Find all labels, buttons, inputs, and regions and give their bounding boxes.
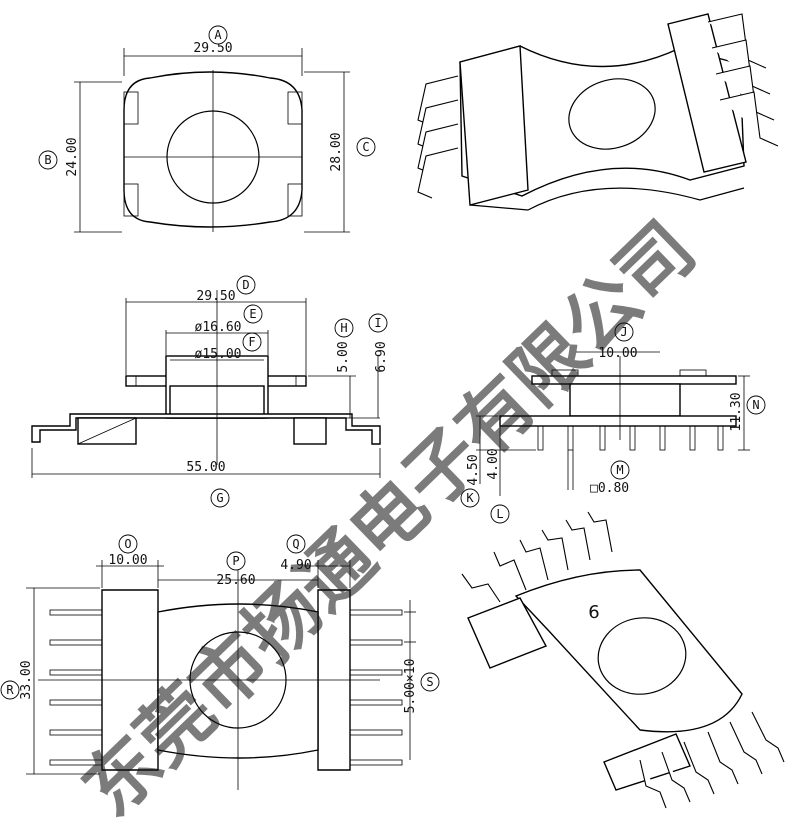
dim-p-value: 25.60 (216, 573, 255, 588)
bottom-view: 10.00 25.60 4.90 33.00 5.00×10 (19, 553, 418, 790)
callout-p: P (226, 551, 246, 571)
dim-d-value: 29.50 (196, 289, 235, 304)
callout-c: C (356, 137, 376, 157)
callout-s: S (420, 672, 440, 692)
dim-q-value: 4.90 (280, 558, 311, 573)
callout-l: L (490, 504, 510, 524)
callout-q: Q (286, 534, 306, 554)
bottom-view-pins-left (49, 609, 103, 766)
callout-m: M (610, 460, 630, 480)
callout-n: N (746, 395, 766, 415)
svg-text:M: M (616, 463, 623, 477)
callout-i: I (368, 313, 388, 333)
svg-text:Q: Q (292, 537, 299, 551)
svg-text:O: O (124, 537, 131, 551)
dim-s-value: 5.00×10 (403, 659, 418, 714)
callout-a: A (208, 25, 228, 45)
dim-g-value: 55.00 (186, 460, 225, 475)
dim-a-value: 29.50 (193, 41, 232, 56)
bottom-view-pins-right (349, 609, 403, 766)
iso-top-pins-left (417, 75, 459, 199)
svg-text:P: P (232, 554, 239, 568)
callout-e: E (243, 304, 263, 324)
callout-o: O (118, 534, 138, 554)
svg-text:F: F (248, 335, 255, 349)
dim-f-value: ø15.00 (195, 347, 242, 362)
svg-text:A: A (214, 28, 222, 42)
dim-j-value: 10.00 (598, 346, 637, 361)
side-view: 10.00 11.30 4.50 4.00 □0.80 (466, 346, 750, 496)
callout-h: H (334, 318, 354, 338)
dim-h-value: 5.00 (336, 341, 351, 372)
callout-g: G (210, 488, 230, 508)
callout-k: K (460, 488, 480, 508)
svg-text:E: E (249, 307, 256, 321)
iso-bottom-pins-top (461, 511, 613, 603)
svg-text:I: I (374, 316, 381, 330)
svg-text:C: C (362, 140, 369, 154)
company-watermark: 东莞市扬通电子有限公司 (67, 206, 712, 833)
dim-k-value: 4.50 (466, 454, 481, 485)
dim-b-value: 24.00 (65, 137, 80, 176)
callout-b: B (38, 150, 58, 170)
dim-i-value: 6.90 (374, 341, 389, 372)
dim-e-value: ø16.60 (195, 320, 242, 335)
callout-r: R (0, 680, 20, 700)
iso-bottom-pins-bottom (639, 711, 785, 809)
iso-view-bottom: 6 (461, 511, 785, 809)
front-view: 29.50 ø16.60 ø15.00 55.00 5.00 6.90 (31, 289, 389, 478)
dim-m-value: □0.80 (590, 481, 629, 496)
callout-f: F (242, 332, 262, 352)
letter-callouts: A B C D E F G H I J K L M N O P Q R S (0, 25, 766, 700)
svg-text:N: N (752, 398, 759, 412)
svg-text:R: R (6, 683, 14, 697)
side-view-pins (537, 425, 724, 451)
front-view-flange (31, 413, 381, 445)
dim-o-value: 10.00 (108, 553, 147, 568)
svg-text:B: B (44, 153, 51, 167)
dim-r-value: 33.00 (19, 660, 34, 699)
dim-l-value: 4.00 (486, 448, 501, 479)
svg-text:J: J (620, 325, 627, 339)
svg-text:L: L (496, 507, 503, 521)
iso-top-pins-right (707, 13, 779, 147)
top-view: 29.50 24.00 28.00 (65, 41, 350, 233)
callout-j: J (614, 322, 634, 342)
svg-text:S: S (426, 675, 433, 689)
pin1-marker: 6 (588, 602, 599, 623)
iso-view-top (417, 13, 779, 211)
dim-n-value: 11.30 (729, 392, 744, 431)
callout-d: D (236, 275, 256, 295)
svg-text:H: H (340, 321, 347, 335)
svg-text:D: D (242, 278, 249, 292)
svg-text:G: G (216, 491, 223, 505)
svg-text:K: K (466, 491, 474, 505)
dim-c-value: 28.00 (329, 132, 344, 171)
